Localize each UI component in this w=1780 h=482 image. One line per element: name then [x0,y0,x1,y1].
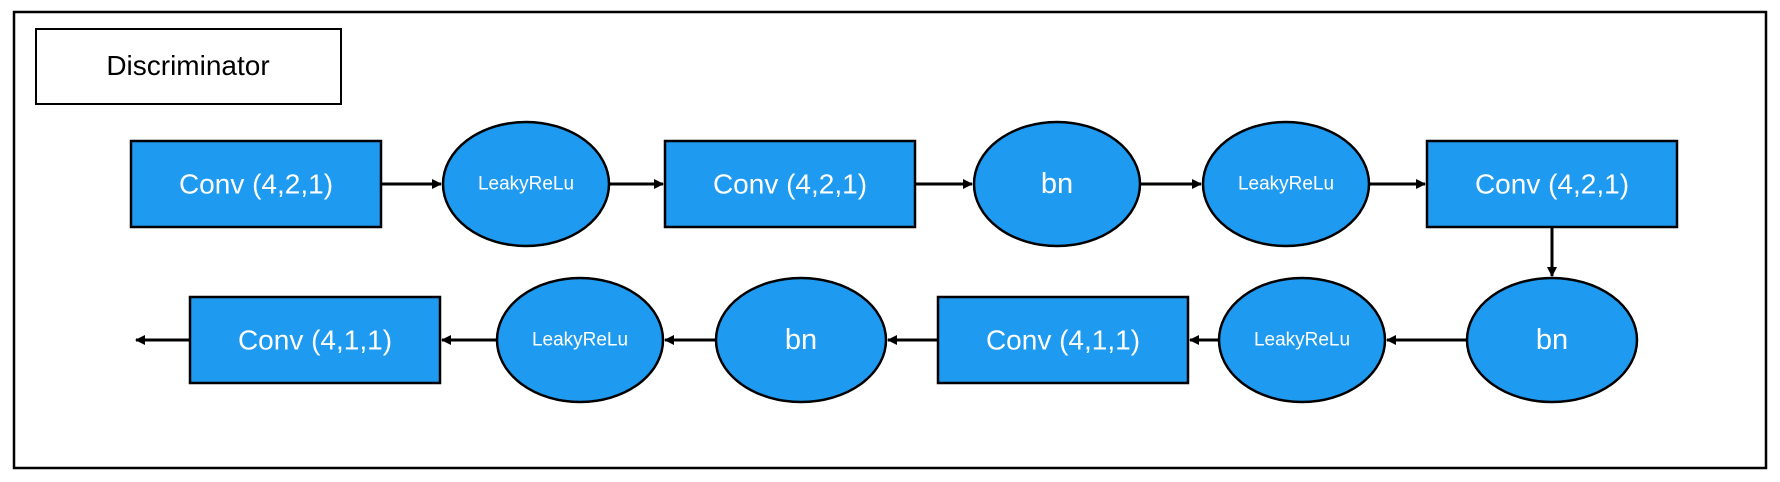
layer-ellipse [714,276,888,404]
edges [135,179,1557,345]
layer-ellipse [495,276,665,404]
node-label: Conv (4,2,1) [1475,169,1629,200]
title-box: Discriminator [35,28,342,105]
outer-frame [12,10,1768,470]
row1-node-1-leakyrelu: LeakyReLu [441,120,611,248]
layer-box [188,295,442,385]
diagram-title: Discriminator [106,50,269,81]
layer-ellipse [1217,276,1387,404]
node-label: LeakyReLu [1238,174,1334,195]
row1-node-0-conv-4-2-1: Conv (4,2,1) [129,139,383,229]
row2-node-5-conv-4-1-1: Conv (4,1,1) [188,295,442,385]
node-label: Conv (4,1,1) [238,325,392,356]
layer-ellipse [1201,120,1371,248]
layer-box [663,139,917,229]
row2-node-0-bn: bn [1465,276,1639,404]
layer-ellipse [1465,276,1639,404]
row2-node-2-conv-4-1-1: Conv (4,1,1) [936,295,1190,385]
row1-node-3-bn: bn [972,120,1142,248]
node-label: LeakyReLu [478,174,574,195]
node-label: Conv (4,1,1) [986,325,1140,356]
node-label: Conv (4,2,1) [179,169,333,200]
row2-node-1-leakyrelu: LeakyReLu [1217,276,1387,404]
layer-ellipse [972,120,1142,248]
node-label: bn [785,324,817,356]
row1-node-4-leakyrelu: LeakyReLu [1201,120,1371,248]
layer-box [1425,139,1679,229]
row1-node-2-conv-4-2-1: Conv (4,2,1) [663,139,917,229]
layer-ellipse [441,120,611,248]
row2-node-3-bn: bn [714,276,888,404]
node-label: LeakyReLu [532,330,628,351]
node-label: bn [1041,168,1073,200]
node-label: LeakyReLu [1254,330,1350,351]
node-label: bn [1536,324,1568,356]
layer-box [936,295,1190,385]
node-label: Conv (4,2,1) [713,169,867,200]
row1-node-5-conv-4-2-1: Conv (4,2,1) [1425,139,1679,229]
row2-node-4-leakyrelu: LeakyReLu [495,276,665,404]
layer-box [129,139,383,229]
